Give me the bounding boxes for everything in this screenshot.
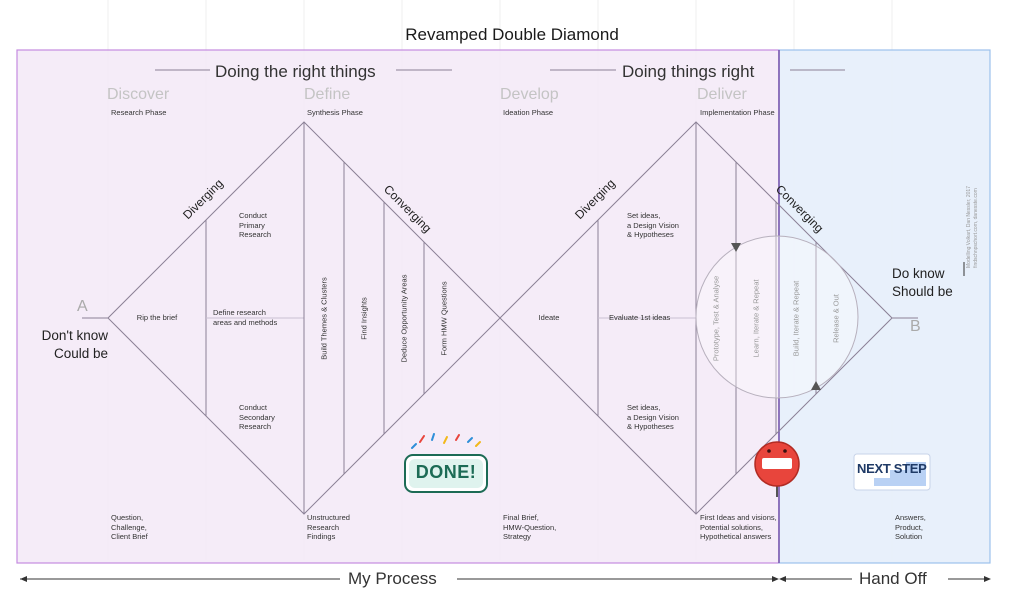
phase-discover-sub: Research Phase [111,108,167,117]
step-rip-brief: Rip the brief [136,313,178,322]
end-line2: Should be [892,284,953,299]
step-release-out: Release & Out [831,294,841,343]
arrow-left-icon [779,576,786,582]
loop-arrow-down-icon [731,243,741,252]
iteration-loop [695,235,859,399]
diagram-title: Revamped Double Diamond [405,25,619,44]
note-develop: Final Brief,HMW-Question,Strategy [503,513,557,541]
step-evaluate-ideas: Evaluate 1st ideas [609,313,671,322]
footer-hand-off: Hand Off [859,569,927,588]
phase-develop-sub: Ideation Phase [503,108,554,117]
header-right: Doing things right [622,62,755,81]
step-set-ideas-bottom: Set ideas,a Design Vision& Hypotheses [627,403,679,431]
done-sticker-text: DONE! [415,462,477,482]
done-sticker [404,433,488,493]
start-line1: Don't know [41,328,108,343]
next-step-sticker-text: NEXT STEP [857,461,927,476]
loop-arrow-up-icon [811,381,821,390]
end-line1: Do know [892,266,945,281]
header-left: Doing the right things [215,62,376,81]
point-a: A [77,298,88,315]
note-deliver: First Ideas and visions,Potential soluti… [700,513,777,541]
start-line2: Could be [53,346,108,361]
my-process-area [16,49,780,564]
phase-define: Define [304,86,351,103]
phase-deliver-sub: Implementation Phase [700,108,775,117]
note-handoff: Answers,Product,Solution [895,513,926,541]
step-set-ideas-top: Set ideas,a Design Vision& Hypotheses [627,211,679,239]
step-learn-iterate: Learn, Iterate & Repeat [751,279,761,358]
point-b: B [910,318,921,335]
step-prototype-test: Prototype, Test & Analyse [711,275,721,362]
phase-discover: Discover [107,86,170,103]
phase-deliver: Deliver [697,86,747,103]
arrow-right-icon [772,576,779,582]
step-build-themes: Build Themes & Clusters [319,277,329,360]
step-ideate: Ideate [538,313,560,322]
phase-develop: Develop [500,86,559,103]
arrow-left-icon [20,576,27,582]
next-step-sticker [853,453,931,491]
step-find-insights: Find Insights [359,297,369,340]
arrow-right-icon [984,576,991,582]
phase-define-sub: Synthesis Phase [307,108,363,117]
step-hmw-questions: Form HMW Questions [439,281,449,356]
step-opportunity-areas: Deduce Opportunity Areas [399,274,409,363]
note-discover: Question,Challenge,Client Brief [111,513,148,541]
stop-sign-icon [754,441,800,497]
footer-my-process: My Process [348,569,437,588]
step-build-iterate: Build, Iterate & Repeat [791,280,801,357]
